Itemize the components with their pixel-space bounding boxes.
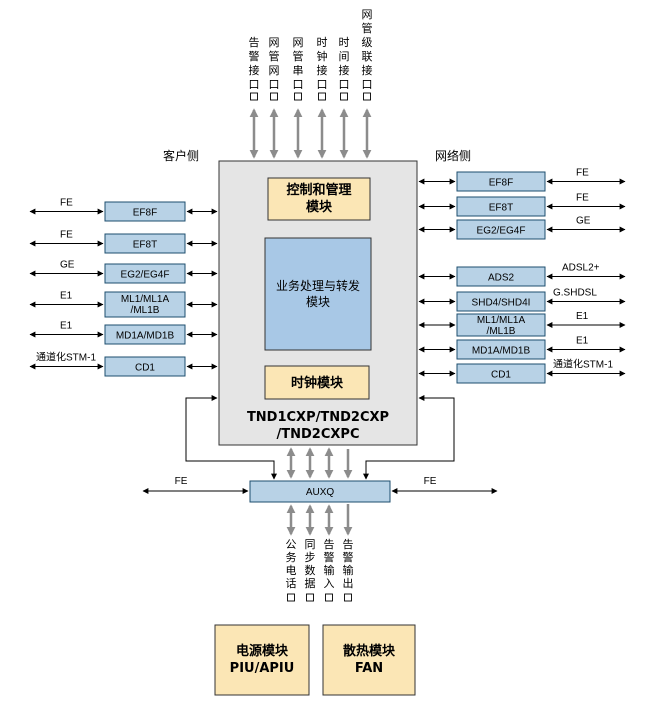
top-port-label-4: 时间接口 xyxy=(339,36,350,91)
client-board-4 xyxy=(104,324,186,345)
power-module-label-2: PIU/APIU xyxy=(230,661,295,676)
clock-module xyxy=(264,365,370,400)
auxq-left-signal: FE xyxy=(175,476,188,487)
service-module-label-2: 模块 xyxy=(306,295,330,309)
bottom-port-label-0: 公务电话 xyxy=(286,538,297,590)
client-side-label: 客户侧 xyxy=(163,148,199,163)
network-signal-label: E1 xyxy=(576,336,589,347)
client-board-name: MD1A/MD1B xyxy=(116,331,175,342)
client-board-0 xyxy=(104,201,186,222)
service-module-label-1: 业务处理与转发 xyxy=(276,278,360,293)
network-board-1 xyxy=(456,196,546,217)
bottom-port-connector-icon xyxy=(287,593,295,602)
network-side-label: 网络侧 xyxy=(435,148,471,163)
network-board-3 xyxy=(456,266,546,287)
client-board-3 xyxy=(104,291,186,318)
network-board-2 xyxy=(456,219,546,240)
top-port-label-2: 网管串口 xyxy=(293,36,304,91)
bottom-port-label-2: 告警输入 xyxy=(324,538,335,590)
network-board-name: EF8T xyxy=(489,203,513,214)
client-board-name: EF8T xyxy=(133,240,157,251)
network-board-name: SHD4/SHD4I xyxy=(472,298,531,309)
board-model-line-2: /TND2CXPC xyxy=(277,427,360,442)
top-port-label-5: 网管级联接口 xyxy=(362,8,373,91)
client-board-name: ML1/ML1A xyxy=(121,294,170,305)
network-signal-label: G.SHDSL xyxy=(553,288,597,299)
client-board-name: EF8F xyxy=(133,208,157,219)
network-board-name: ADS2 xyxy=(488,273,515,284)
network-board-name: /ML1B xyxy=(487,326,516,337)
client-signal-label: FE xyxy=(60,230,73,241)
network-board-5 xyxy=(456,313,546,337)
fan-module-label-2: FAN xyxy=(355,661,383,676)
top-port-label-1: 网管网口 xyxy=(269,36,280,91)
power-module-label-1: 电源模块 xyxy=(236,643,289,659)
top-port-connector-icon xyxy=(270,92,278,101)
client-board-name: CD1 xyxy=(135,363,155,374)
bottom-port-label-3: 告警输出 xyxy=(343,538,354,590)
client-signal-label: GE xyxy=(60,260,75,271)
network-board-7 xyxy=(456,363,546,384)
client-signal-label: FE xyxy=(60,198,73,209)
network-board-name: EG2/EG4F xyxy=(477,226,526,237)
client-board-name: /ML1B xyxy=(131,305,160,316)
control-module-label-2: 模块 xyxy=(306,199,333,215)
power-module xyxy=(214,624,310,696)
auxq-right-signal: FE xyxy=(424,476,437,487)
client-board-name: EG2/EG4F xyxy=(121,270,170,281)
control-management-module xyxy=(267,177,371,221)
network-board-0 xyxy=(456,171,546,192)
client-signal-label: E1 xyxy=(60,291,73,302)
clock-module-label: 时钟模块 xyxy=(291,375,344,391)
top-port-connector-icon xyxy=(250,92,258,101)
auxq-label: AUXQ xyxy=(306,487,335,498)
bottom-port-connector-icon xyxy=(325,593,333,602)
top-port-connector-icon xyxy=(340,92,348,101)
network-signal-label: FE xyxy=(576,193,589,204)
bottom-port-connector-icon xyxy=(344,593,352,602)
fan-module xyxy=(322,624,416,696)
network-aux-connector xyxy=(363,395,455,480)
top-port-label-0: 告警接口 xyxy=(249,36,260,91)
top-port-connector-icon xyxy=(363,92,371,101)
network-board-name: MD1A/MD1B xyxy=(472,346,531,357)
network-signal-label: ADSL2+ xyxy=(562,263,600,274)
network-board-name: ML1/ML1A xyxy=(477,315,526,326)
client-aux-connector xyxy=(185,395,277,480)
client-board-2 xyxy=(104,263,186,284)
top-port-connector-icon xyxy=(318,92,326,101)
auxq-board xyxy=(249,480,391,503)
client-board-5 xyxy=(104,356,186,377)
network-side-boards: EF8F FE EF8T FE EG2/EG4F GE ADS2 ADSL2+ SHD4/SHD… xyxy=(418,168,626,384)
client-side-boards: EF8F FE EF8T FE EG2/EG4F GE ML1/ML1A/ML1B E1MD1… xyxy=(29,198,218,377)
top-port-connector-icon xyxy=(294,92,302,101)
network-signal-label: FE xyxy=(576,168,589,179)
network-board-4 xyxy=(456,291,546,312)
network-board-name: EF8F xyxy=(489,178,513,189)
network-board-6 xyxy=(456,339,546,360)
bottom-port-connector-icon xyxy=(306,593,314,602)
fan-module-label-1: 散热模块 xyxy=(343,643,396,659)
client-board-1 xyxy=(104,233,186,254)
client-signal-label: 通道化STM-1 xyxy=(36,351,96,364)
network-signal-label: E1 xyxy=(576,311,589,322)
network-board-name: CD1 xyxy=(491,370,511,381)
service-processing-module xyxy=(264,237,372,351)
bottom-port-label-1: 同步数据 xyxy=(305,538,316,590)
top-port-label-3: 时钟接口 xyxy=(317,36,328,91)
client-signal-label: E1 xyxy=(60,321,73,332)
board-model-line-1: TND1CXP/TND2CXP xyxy=(247,410,389,425)
network-signal-label: GE xyxy=(576,216,591,227)
control-module-label-1: 控制和管理 xyxy=(286,182,351,198)
network-signal-label: 通道化STM-1 xyxy=(553,358,613,371)
